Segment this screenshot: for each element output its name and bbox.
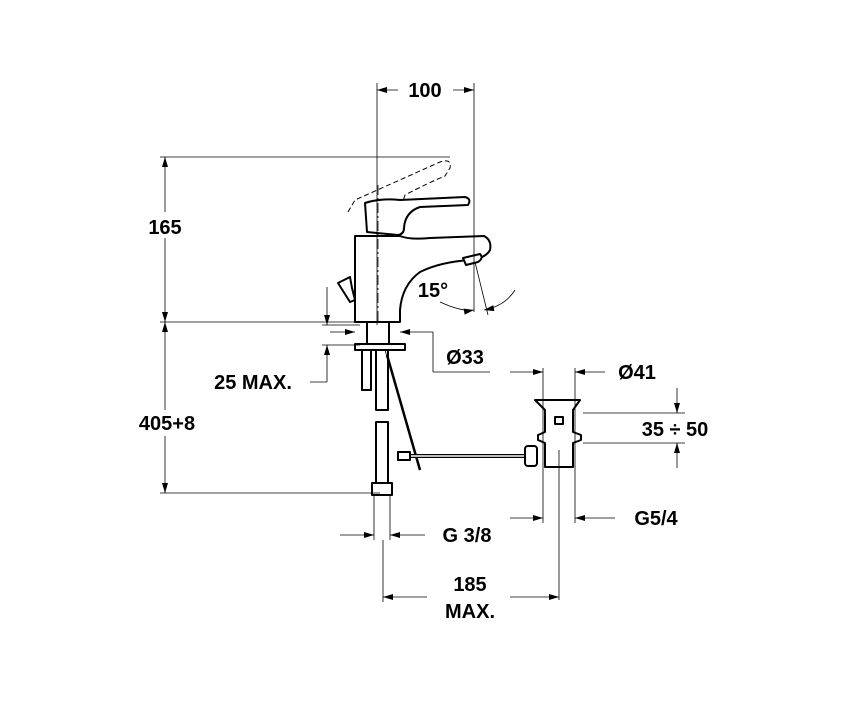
dimension-deck-thickness: 25 MAX. — [214, 287, 360, 394]
supply-thread-label: G 3/8 — [443, 525, 492, 547]
faucet-body — [337, 160, 492, 496]
dimension-spout-reach: 100 — [376, 80, 475, 325]
dimension-height: 165 — [130, 156, 450, 323]
dimension-hose-length: 405+8 — [125, 322, 380, 494]
dimension-drain-diameter: Ø41 — [510, 362, 656, 523]
drain-height-label: 35 ÷ 50 — [642, 419, 709, 441]
angle-label: 15° — [418, 280, 448, 302]
hose-length-label: 405+8 — [139, 413, 195, 435]
drain-assembly — [397, 399, 582, 600]
deck-thickness-label: 25 MAX. — [214, 372, 292, 394]
spout-reach-label: 100 — [408, 80, 441, 102]
rod-distance-value: 185 — [453, 574, 486, 596]
dimension-drain-height: 35 ÷ 50 — [583, 388, 722, 468]
rod-distance-note: MAX. — [445, 601, 495, 623]
dimension-angle: 15° — [418, 261, 516, 316]
dimension-rod-distance: 185 MAX. — [382, 540, 559, 623]
base-diameter-label: Ø33 — [446, 347, 484, 369]
dimension-base-diameter: Ø33 — [330, 329, 490, 373]
dimension-drain-thread: G5/4 — [510, 508, 679, 530]
dimension-supply-thread: G 3/8 — [340, 495, 491, 547]
drain-diameter-label: Ø41 — [618, 362, 656, 384]
height-label: 165 — [148, 217, 181, 239]
drain-thread-label: G5/4 — [634, 508, 678, 530]
